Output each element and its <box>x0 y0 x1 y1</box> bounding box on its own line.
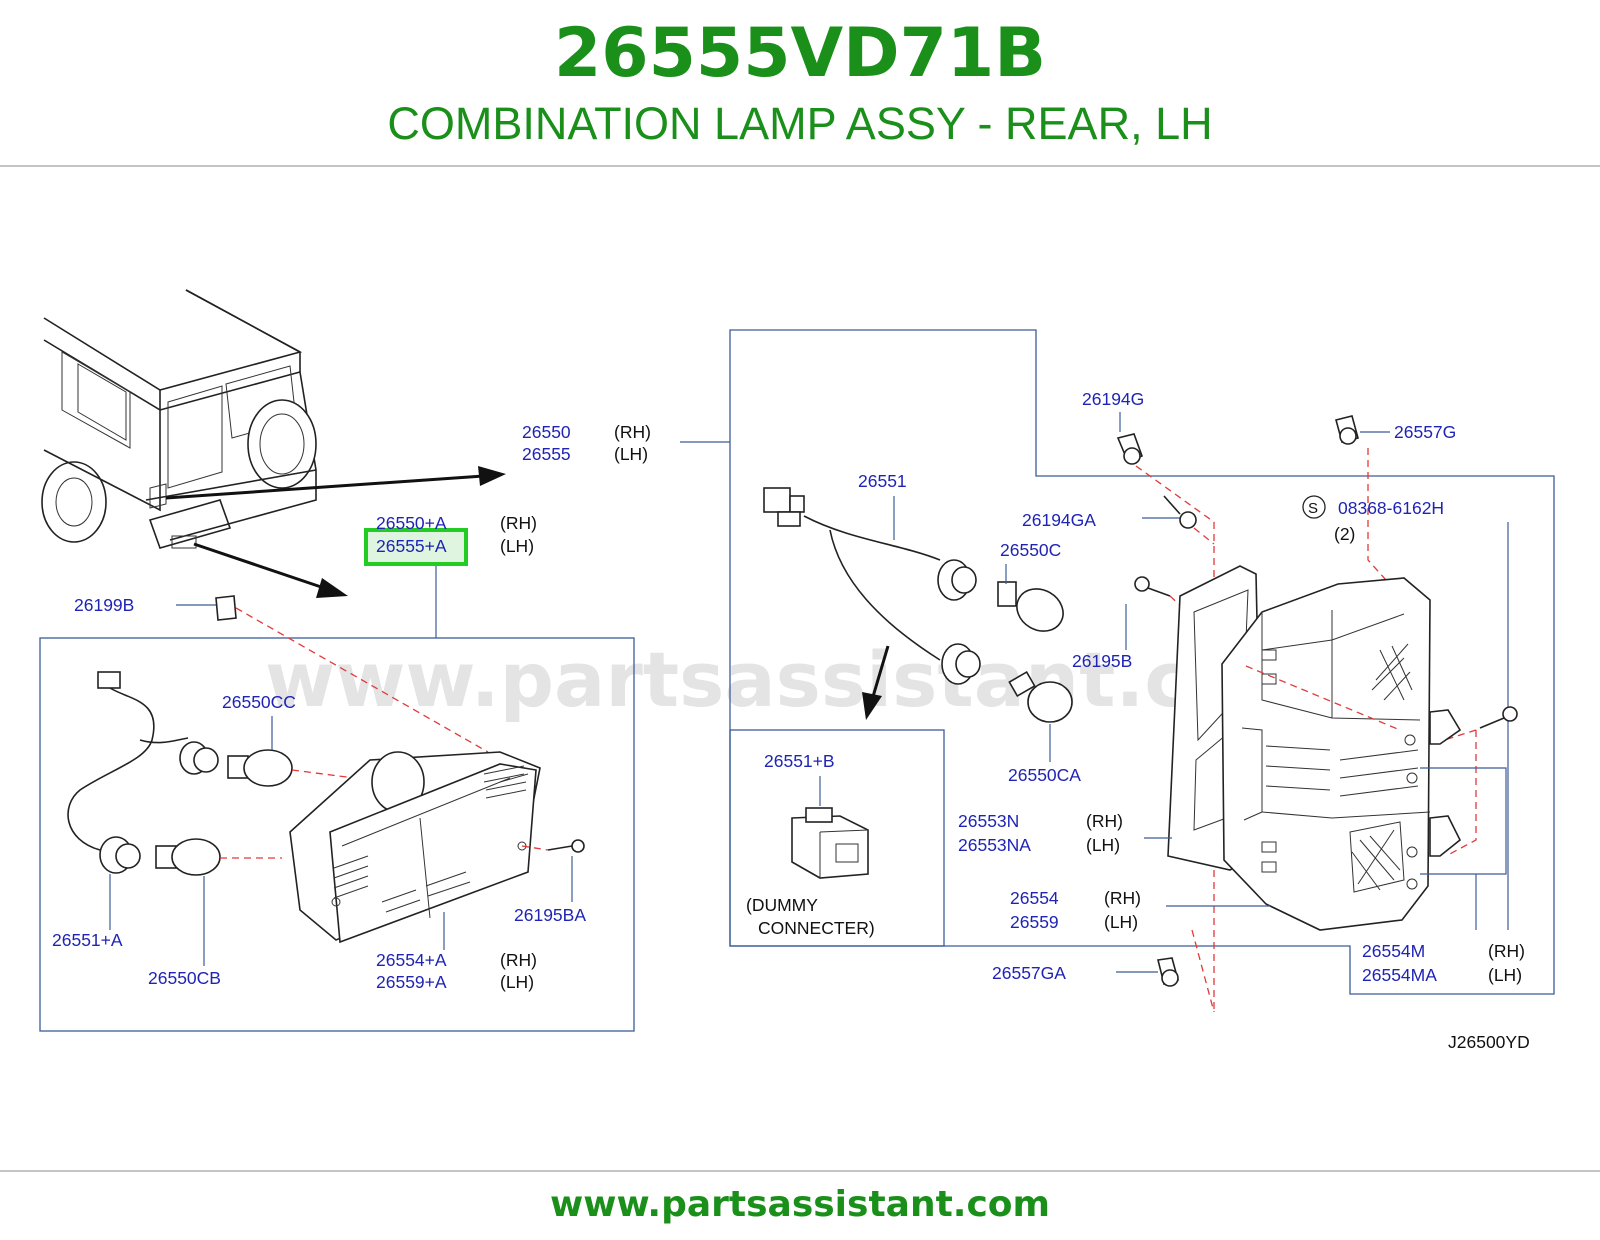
callout-26555-a[interactable]: 26555+A <box>376 536 447 556</box>
side-rh: (RH) <box>1104 888 1141 908</box>
dummy-connector-note-1: (DUMMY <box>746 895 818 915</box>
clip-26194g <box>1116 433 1144 465</box>
lamp-body-26554-a <box>289 751 541 944</box>
callout-26550cc[interactable]: 26550CC <box>222 692 296 712</box>
screw-26195b <box>1134 576 1171 597</box>
side-lh: (LH) <box>1104 912 1138 932</box>
clip-26557ga <box>1157 957 1179 987</box>
footer-website-link[interactable]: www.partsassistant.com <box>549 1184 1051 1225</box>
callout-26199b[interactable]: 26199B <box>74 595 134 615</box>
callout-26550c[interactable]: 26550C <box>1000 540 1061 560</box>
clip-26557g <box>1335 415 1359 445</box>
bulb-26550c <box>997 581 1064 632</box>
callout-26554ma[interactable]: 26554MA <box>1362 965 1437 985</box>
callout-26554[interactable]: 26554 <box>1010 888 1059 908</box>
screw-symbol-letter: S <box>1308 500 1318 517</box>
side-rh: (RH) <box>614 422 651 442</box>
bulb-26550cc <box>227 749 293 787</box>
callout-26554m[interactable]: 26554M <box>1362 941 1425 961</box>
bulb-26550cb <box>155 838 221 876</box>
side-rh: (RH) <box>500 950 537 970</box>
clip-26194ga <box>1163 495 1197 529</box>
side-lh: (LH) <box>500 536 534 556</box>
callout-08368-6162h[interactable]: 08368-6162H <box>1338 498 1444 518</box>
callout-26195ba[interactable]: 26195BA <box>514 905 586 925</box>
callout-26551-b[interactable]: 26551+B <box>764 751 835 771</box>
callout-26553na[interactable]: 26553NA <box>958 835 1031 855</box>
callout-26559-a[interactable]: 26559+A <box>376 972 447 992</box>
callout-26557g[interactable]: 26557G <box>1394 422 1456 442</box>
clip-26199b <box>215 595 237 621</box>
side-rh: (RH) <box>1488 941 1525 961</box>
quantity-note: (2) <box>1334 524 1355 544</box>
part-number-title: 26555VD71B <box>553 14 1047 93</box>
callout-26557ga[interactable]: 26557GA <box>992 963 1066 983</box>
page-header: 26555VD71B COMBINATION LAMP ASSY - REAR,… <box>0 0 1600 168</box>
callout-26194ga[interactable]: 26194GA <box>1022 510 1096 530</box>
callout-26550ca[interactable]: 26550CA <box>1008 765 1081 785</box>
harness-26551-a <box>67 671 219 874</box>
callout-26554-a[interactable]: 26554+A <box>376 950 447 970</box>
screw-symbol <box>1302 495 1326 519</box>
callout-26559[interactable]: 26559 <box>1010 912 1059 932</box>
callout-26550-a[interactable]: 26550+A <box>376 513 447 533</box>
diagram-reference-code: J26500YD <box>1448 1032 1530 1052</box>
callout-26550[interactable]: 26550 <box>522 422 571 442</box>
side-lh: (LH) <box>614 444 648 464</box>
callout-26555[interactable]: 26555 <box>522 444 571 464</box>
side-rh: (RH) <box>1086 811 1123 831</box>
vehicle-sketch <box>41 289 317 549</box>
screw-08368-6162h <box>1479 706 1518 729</box>
side-lh: (LH) <box>1086 835 1120 855</box>
rear-lamp-subassembly-frame <box>39 637 635 1032</box>
dummy-connector-note-2: CONNECTER) <box>758 918 875 938</box>
harness-26551 <box>763 487 981 685</box>
dummy-connector-frame <box>729 729 945 947</box>
side-lh: (LH) <box>1488 965 1522 985</box>
header-divider <box>0 165 1600 167</box>
dummy-connector-26551-b <box>791 807 869 879</box>
footer-divider <box>0 1170 1600 1172</box>
callout-26195b[interactable]: 26195B <box>1072 651 1132 671</box>
highlighted-part-box[interactable] <box>364 528 468 566</box>
side-lh: (LH) <box>500 972 534 992</box>
callout-26553n[interactable]: 26553N <box>958 811 1019 831</box>
callout-26551[interactable]: 26551 <box>858 471 907 491</box>
watermark: www.partsassistant.com <box>265 635 1321 724</box>
callout-26551-a[interactable]: 26551+A <box>52 930 123 950</box>
part-description: COMBINATION LAMP ASSY - REAR, LH <box>387 98 1213 149</box>
side-rh: (RH) <box>500 513 537 533</box>
screw-26195ba <box>547 839 585 853</box>
bulb-26550ca <box>1008 670 1073 723</box>
lamp-housing-26554 <box>1167 565 1462 931</box>
callout-26550cb[interactable]: 26550CB <box>148 968 221 988</box>
callout-26194g[interactable]: 26194G <box>1082 389 1144 409</box>
